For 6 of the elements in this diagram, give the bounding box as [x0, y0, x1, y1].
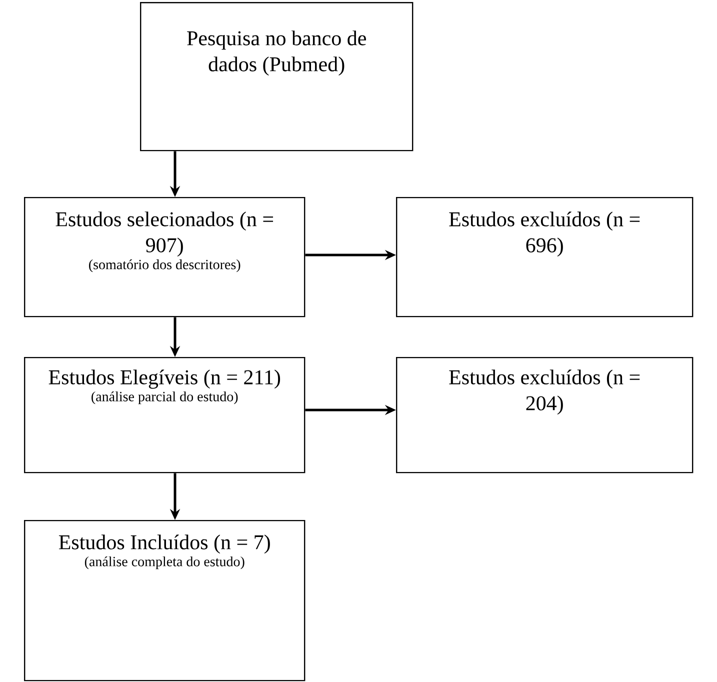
process-box: Estudos Elegíveis (n = 211) (análise parcial do estudo)	[24, 356, 306, 474]
process-box: Estudos Incluídos (n = 7) (análise completa do estudo)	[24, 520, 306, 682]
process-box: Pesquisa no banco de dados (Pubmed)	[140, 2, 414, 152]
process-box: Estudos selecionados (n = 907) (somatório dos descritores)	[24, 196, 306, 318]
process-box: Estudos excluídos (n = 204)	[396, 356, 694, 474]
process-box: Estudos excluídos (n = 696)	[396, 196, 694, 318]
